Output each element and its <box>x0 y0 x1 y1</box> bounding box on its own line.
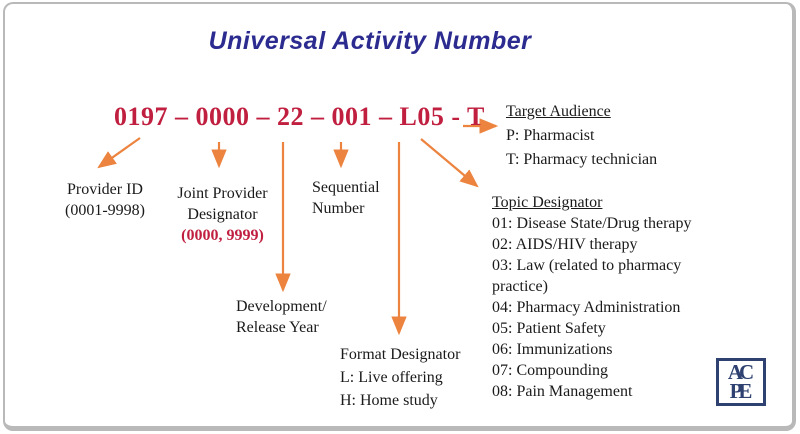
topic-item: 01: Disease State/Drug therapy <box>492 215 692 232</box>
sequential-line1: Sequential <box>312 179 380 196</box>
sequential-line2: Number <box>312 200 365 217</box>
provider-id-line1: Provider ID <box>67 181 143 198</box>
topic-item: 08: Pain Management <box>492 383 633 400</box>
label-development-year: Development/ Release Year <box>236 296 327 338</box>
format-item: H: Home study <box>340 392 438 409</box>
arrow-provider-id <box>97 137 141 169</box>
dev-year-line1: Development/ <box>236 298 327 315</box>
target-heading: Target Audience <box>506 103 611 120</box>
label-joint-provider: Joint Provider Designator (0000, 9999) <box>155 183 290 246</box>
activity-number: 0197 – 0000 – 22 – 001 – L05 - T <box>114 102 485 131</box>
format-item: L: Live offering <box>340 369 443 386</box>
acpe-logo-line2: PE <box>729 379 753 403</box>
joint-provider-line2: Designator <box>187 206 258 223</box>
target-item: T: Pharmacy technician <box>506 151 658 168</box>
topic-item: 02: AIDS/HIV therapy <box>492 236 638 253</box>
joint-provider-range: (0000, 9999) <box>181 227 264 244</box>
topic-item: 07: Compounding <box>492 362 609 379</box>
page-title: Universal Activity Number <box>208 27 532 55</box>
topic-item: 06: Immunizations <box>492 341 613 358</box>
acpe-logo: AC PE <box>716 358 766 406</box>
topic-item: 03: Law (related to pharmacy practice) <box>492 257 682 295</box>
joint-provider-line1: Joint Provider <box>177 185 268 202</box>
label-provider-id: Provider ID (0001-9998) <box>40 179 170 221</box>
label-format-designator: Format Designator L: Live offering H: Ho… <box>340 343 460 412</box>
label-sequential-number: Sequential Number <box>312 177 380 219</box>
topic-item: 04: Pharmacy Administration <box>492 299 681 316</box>
format-heading: Format Designator <box>340 346 461 363</box>
arrow-topic-designator <box>420 138 479 188</box>
topic-heading: Topic Designator <box>492 194 603 211</box>
provider-id-range: (0001-9998) <box>65 202 145 219</box>
target-item: P: Pharmacist <box>506 127 595 144</box>
topic-item: 05: Patient Safety <box>492 320 606 337</box>
acpe-logo-line1: AC <box>727 360 754 384</box>
label-target-audience: Target Audience P: Pharmacist T: Pharmac… <box>506 100 657 172</box>
dev-year-line2: Release Year <box>236 319 319 336</box>
label-topic-designator: Topic Designator 01: Disease State/Drug … <box>492 192 717 402</box>
